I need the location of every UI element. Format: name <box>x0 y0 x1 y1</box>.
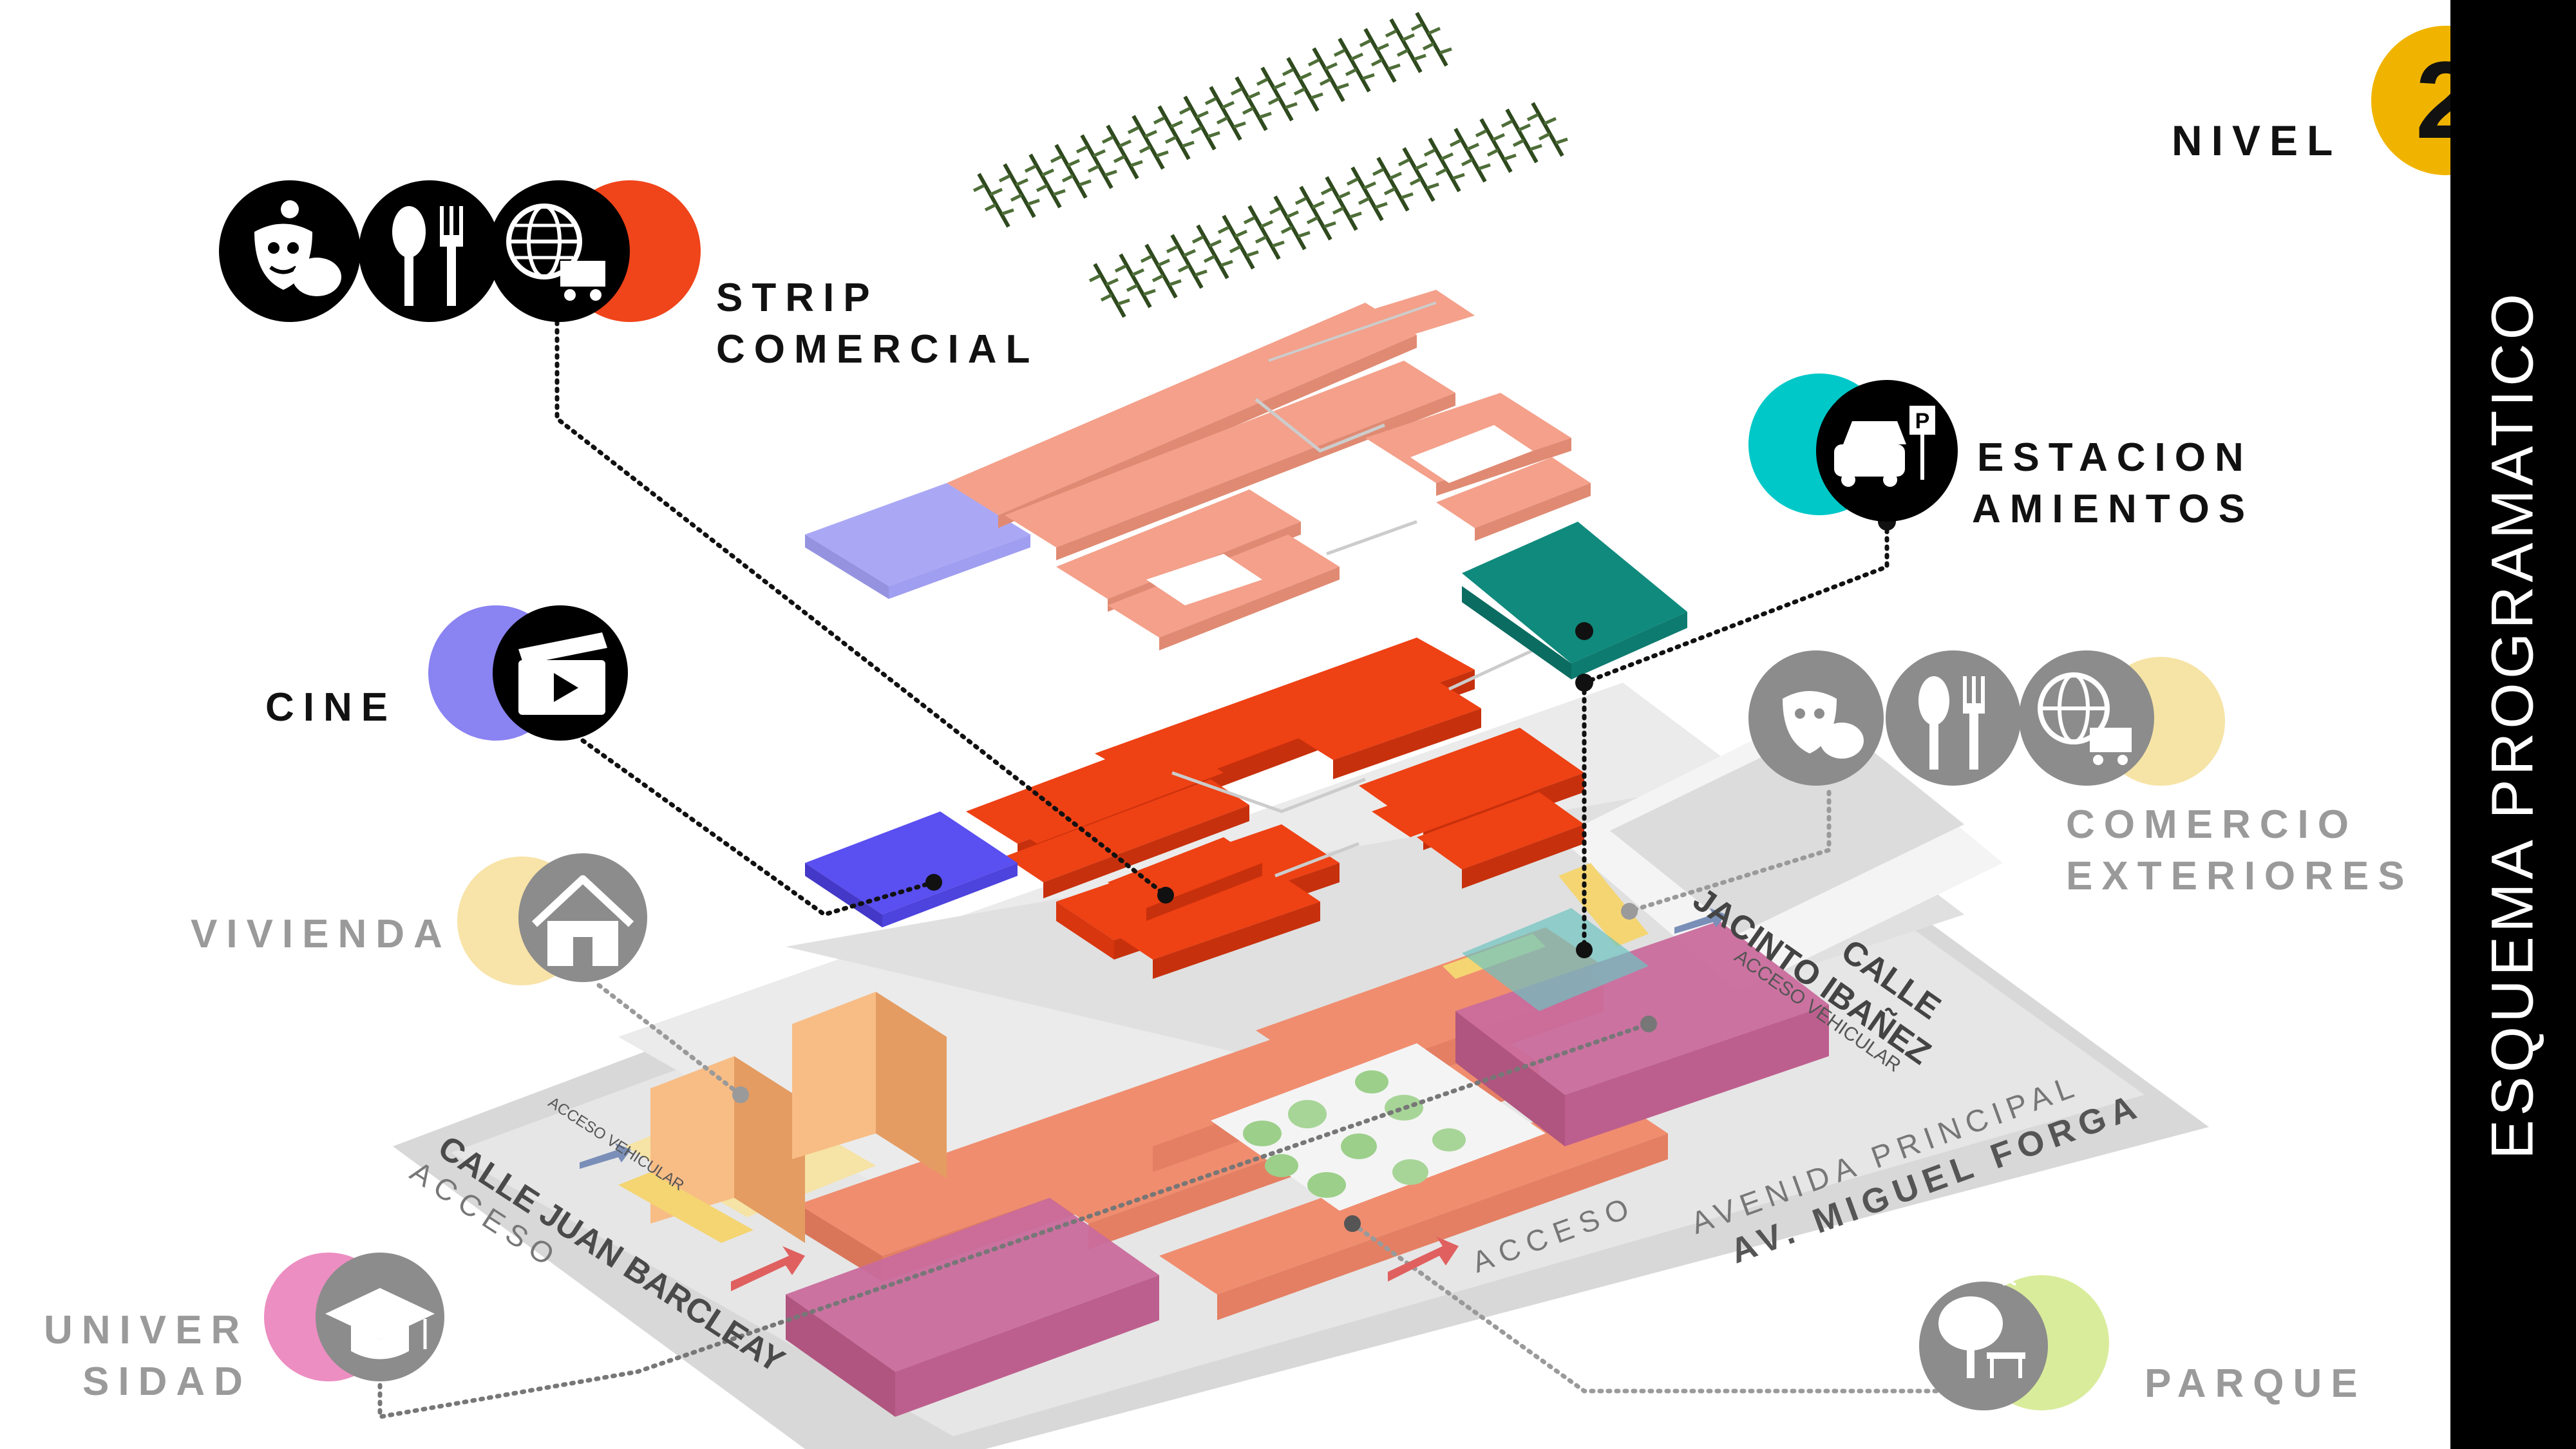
leader-lines <box>377 319 1973 1420</box>
cine-label: CINE <box>265 685 397 730</box>
level-label: NIVEL <box>2172 117 2342 164</box>
svg-text:P: P <box>1915 409 1930 433</box>
strip-label-2: COMERCIAL <box>716 327 1039 372</box>
cinema-icon <box>518 632 607 715</box>
parque-label: PARQUE <box>2145 1361 2367 1406</box>
street-calle-jacinto <box>1558 708 2003 992</box>
estacion-label-1: ESTACION <box>1977 435 2253 480</box>
university-blocks <box>786 921 1829 1417</box>
theatre-icon <box>1783 691 1864 759</box>
house-icon <box>531 875 634 966</box>
vivienda-label: VIVIENDA <box>191 912 451 956</box>
online-shop-icon <box>506 204 605 301</box>
sidebar-panel <box>2450 0 2576 1449</box>
parking-deck <box>1462 522 1687 679</box>
estacion-label-2: AMIENTOS <box>1972 487 2255 531</box>
universidad-label-1: UNIVER <box>44 1308 249 1352</box>
leader-dots <box>732 513 1896 1232</box>
park-area <box>1211 1043 1546 1211</box>
universidad-label-2: SIDAD <box>82 1359 252 1404</box>
park-icon-group <box>1919 1275 2109 1410</box>
park-icon <box>1938 1279 2025 1378</box>
housing-towers <box>625 992 947 1243</box>
parking-icon: P <box>1834 406 1935 487</box>
comercio-label-2: EXTERIORES <box>2066 854 2414 898</box>
roof-trees <box>974 13 1567 317</box>
comercio-label-1: COMERCIO <box>2066 802 2358 847</box>
parking-ground <box>1462 908 1649 1011</box>
dining-icon <box>392 206 463 306</box>
graduation-icon <box>325 1288 435 1359</box>
cinema-level <box>805 638 1584 979</box>
sidebar-title: ESQUEMA PROGRAMATICO <box>2479 289 2546 1160</box>
dining-icon <box>1918 676 1985 770</box>
strip-label-1: STRIP <box>716 276 879 320</box>
online-shop-icon <box>2038 672 2132 765</box>
access-arrows <box>580 908 1726 1291</box>
strip-commercial-level <box>805 290 1591 650</box>
theatre-icon <box>254 200 341 296</box>
